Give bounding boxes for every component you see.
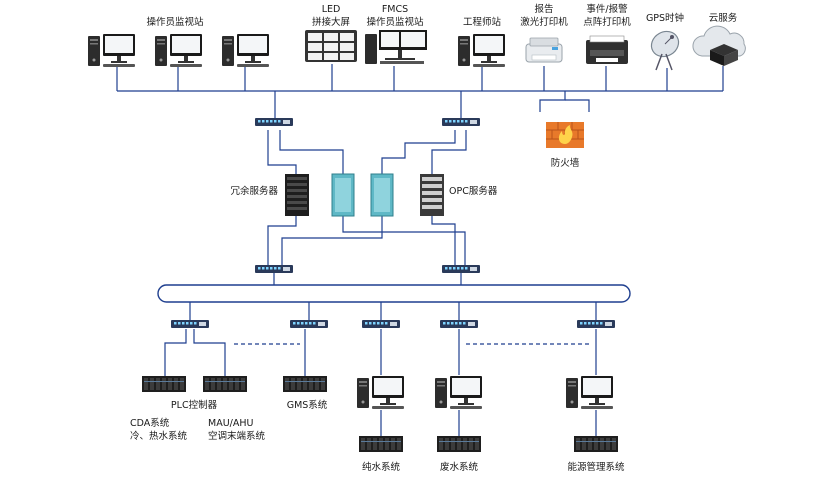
dot-matrix-printer-icon	[586, 35, 628, 64]
plc-rack-gms-icon	[283, 376, 327, 392]
field-switch-plc-icon	[171, 320, 209, 328]
cda-label-line1: CDA系统	[130, 417, 170, 429]
redundant-server-icon	[285, 174, 309, 216]
operator-station-2-icon	[155, 34, 202, 67]
server-teal-2-icon	[370, 173, 394, 217]
field-switch-waste-water-icon	[440, 320, 478, 328]
pure-water-label: 纯水系统	[362, 461, 401, 473]
field-switch-energy-icon	[577, 320, 615, 328]
operator-station-3-icon	[222, 34, 269, 67]
ring-switch-right-icon	[442, 265, 480, 273]
plc-rack-pure-water-icon	[359, 436, 403, 452]
gps-clock-label: GPS时钟	[646, 12, 684, 24]
fmcs-station-icon	[365, 30, 427, 64]
cloud-service-icon	[692, 25, 746, 66]
plc-rack-waste-water-icon	[437, 436, 481, 452]
operator-station-1-icon	[88, 34, 135, 67]
plc-controller-label: PLC控制器	[171, 399, 218, 411]
fmcs-label-line1: FMCS	[382, 4, 408, 15]
laser-printer-icon	[525, 37, 563, 63]
waste-water-station-icon	[435, 376, 482, 409]
fmcs-label-line2: 操作员监视站	[366, 16, 424, 28]
server-teal-1-icon	[331, 173, 355, 217]
engineer-station-label: 工程师站	[463, 16, 502, 28]
cda-label-line2: 冷、热水系统	[130, 430, 188, 442]
waste-water-label: 废水系统	[440, 461, 479, 473]
led-video-wall-icon	[305, 30, 357, 62]
firewall-label: 防火墙	[551, 157, 580, 169]
cloud-service-label: 云服务	[709, 12, 738, 24]
report-printer-label-line2: 激光打印机	[520, 16, 568, 28]
pure-water-station-icon	[357, 376, 404, 409]
event-printer-label-line2: 点阵打印机	[583, 16, 631, 28]
plc-rack-cda-icon	[142, 376, 186, 392]
opc-server-icon	[420, 174, 444, 216]
ring-network-bus	[157, 284, 631, 303]
plc-rack-mau-icon	[203, 376, 247, 392]
operator-stations-label: 操作员监视站	[146, 16, 204, 28]
event-printer-label-line1: 事件/报警	[586, 3, 628, 15]
gps-clock-icon	[650, 30, 680, 71]
gms-system-label: GMS系统	[287, 399, 328, 411]
mau-label-line2: 空调末端系统	[208, 430, 266, 442]
ring-switch-left-icon	[255, 265, 293, 273]
opc-server-label: OPC服务器	[449, 185, 498, 197]
led-label-line2: 拼接大屏	[312, 16, 350, 28]
field-switch-pure-water-icon	[362, 320, 400, 328]
report-printer-label-line1: 报告	[534, 3, 553, 15]
firewall-icon	[546, 122, 584, 148]
connection-lines	[116, 64, 724, 436]
led-label-line1: LED	[322, 4, 341, 15]
core-switch-left-icon	[255, 118, 293, 126]
core-switch-right-icon	[442, 118, 480, 126]
mau-label-line1: MAU/AHU	[208, 418, 253, 429]
plc-rack-energy-icon	[574, 436, 618, 452]
energy-station-icon	[566, 376, 613, 409]
redundant-server-label: 冗余服务器	[230, 185, 278, 197]
energy-mgmt-label: 能源管理系统	[567, 461, 625, 473]
field-switch-gms-icon	[290, 320, 328, 328]
engineer-station-icon	[458, 34, 505, 67]
